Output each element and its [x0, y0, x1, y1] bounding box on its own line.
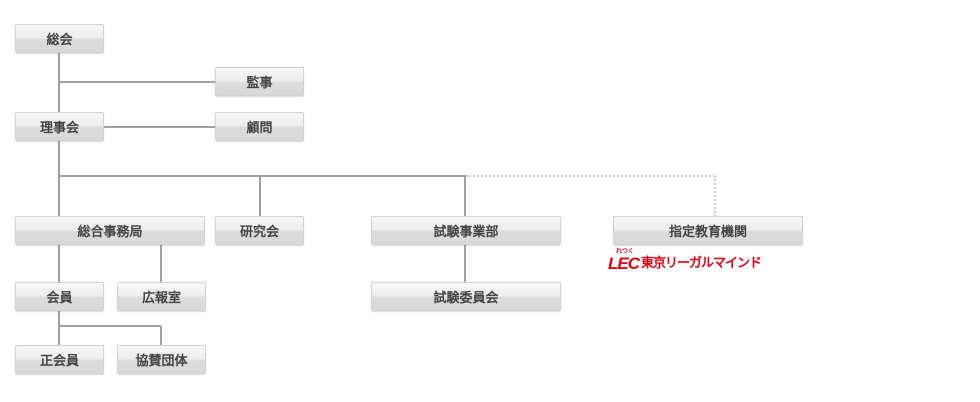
node-advisor: 顧問	[215, 112, 304, 141]
connector-line	[59, 175, 466, 177]
connector-line	[59, 325, 161, 327]
node-pr-office: 広報室	[117, 282, 206, 311]
connector-line	[59, 81, 215, 83]
connector-line	[464, 245, 466, 282]
node-exam-committee: 試験委員会	[371, 282, 561, 311]
dotted-connector	[714, 176, 716, 216]
lec-logo[interactable]: れつく LEC 東京リーガルマインド	[608, 249, 762, 273]
dotted-connector	[466, 175, 715, 177]
node-auditor: 監事	[215, 67, 304, 96]
node-members: 会員	[15, 282, 104, 311]
connector-line	[104, 126, 215, 128]
connector-line	[160, 326, 162, 345]
lec-company-name: 東京リーガルマインド	[641, 256, 762, 271]
connector-line	[58, 311, 60, 345]
node-secretariat: 総合事務局	[15, 216, 205, 245]
lec-ruby: れつく	[616, 249, 634, 255]
connector-line	[160, 245, 162, 282]
node-board: 理事会	[15, 112, 104, 141]
node-supporting-orgs: 協賛団体	[117, 345, 206, 374]
node-regular-members: 正会員	[15, 345, 104, 374]
node-designated-institution: 指定教育機関	[613, 216, 803, 245]
node-general-assembly: 総会	[15, 24, 104, 53]
node-exam-division: 試験事業部	[371, 216, 561, 245]
connector-line	[58, 245, 60, 282]
connector-line	[464, 176, 466, 216]
lec-mark-text: LEC	[608, 254, 640, 273]
node-study-group: 研究会	[215, 216, 304, 245]
lec-mark: れつく LEC	[608, 249, 640, 273]
connector-line	[259, 176, 261, 216]
